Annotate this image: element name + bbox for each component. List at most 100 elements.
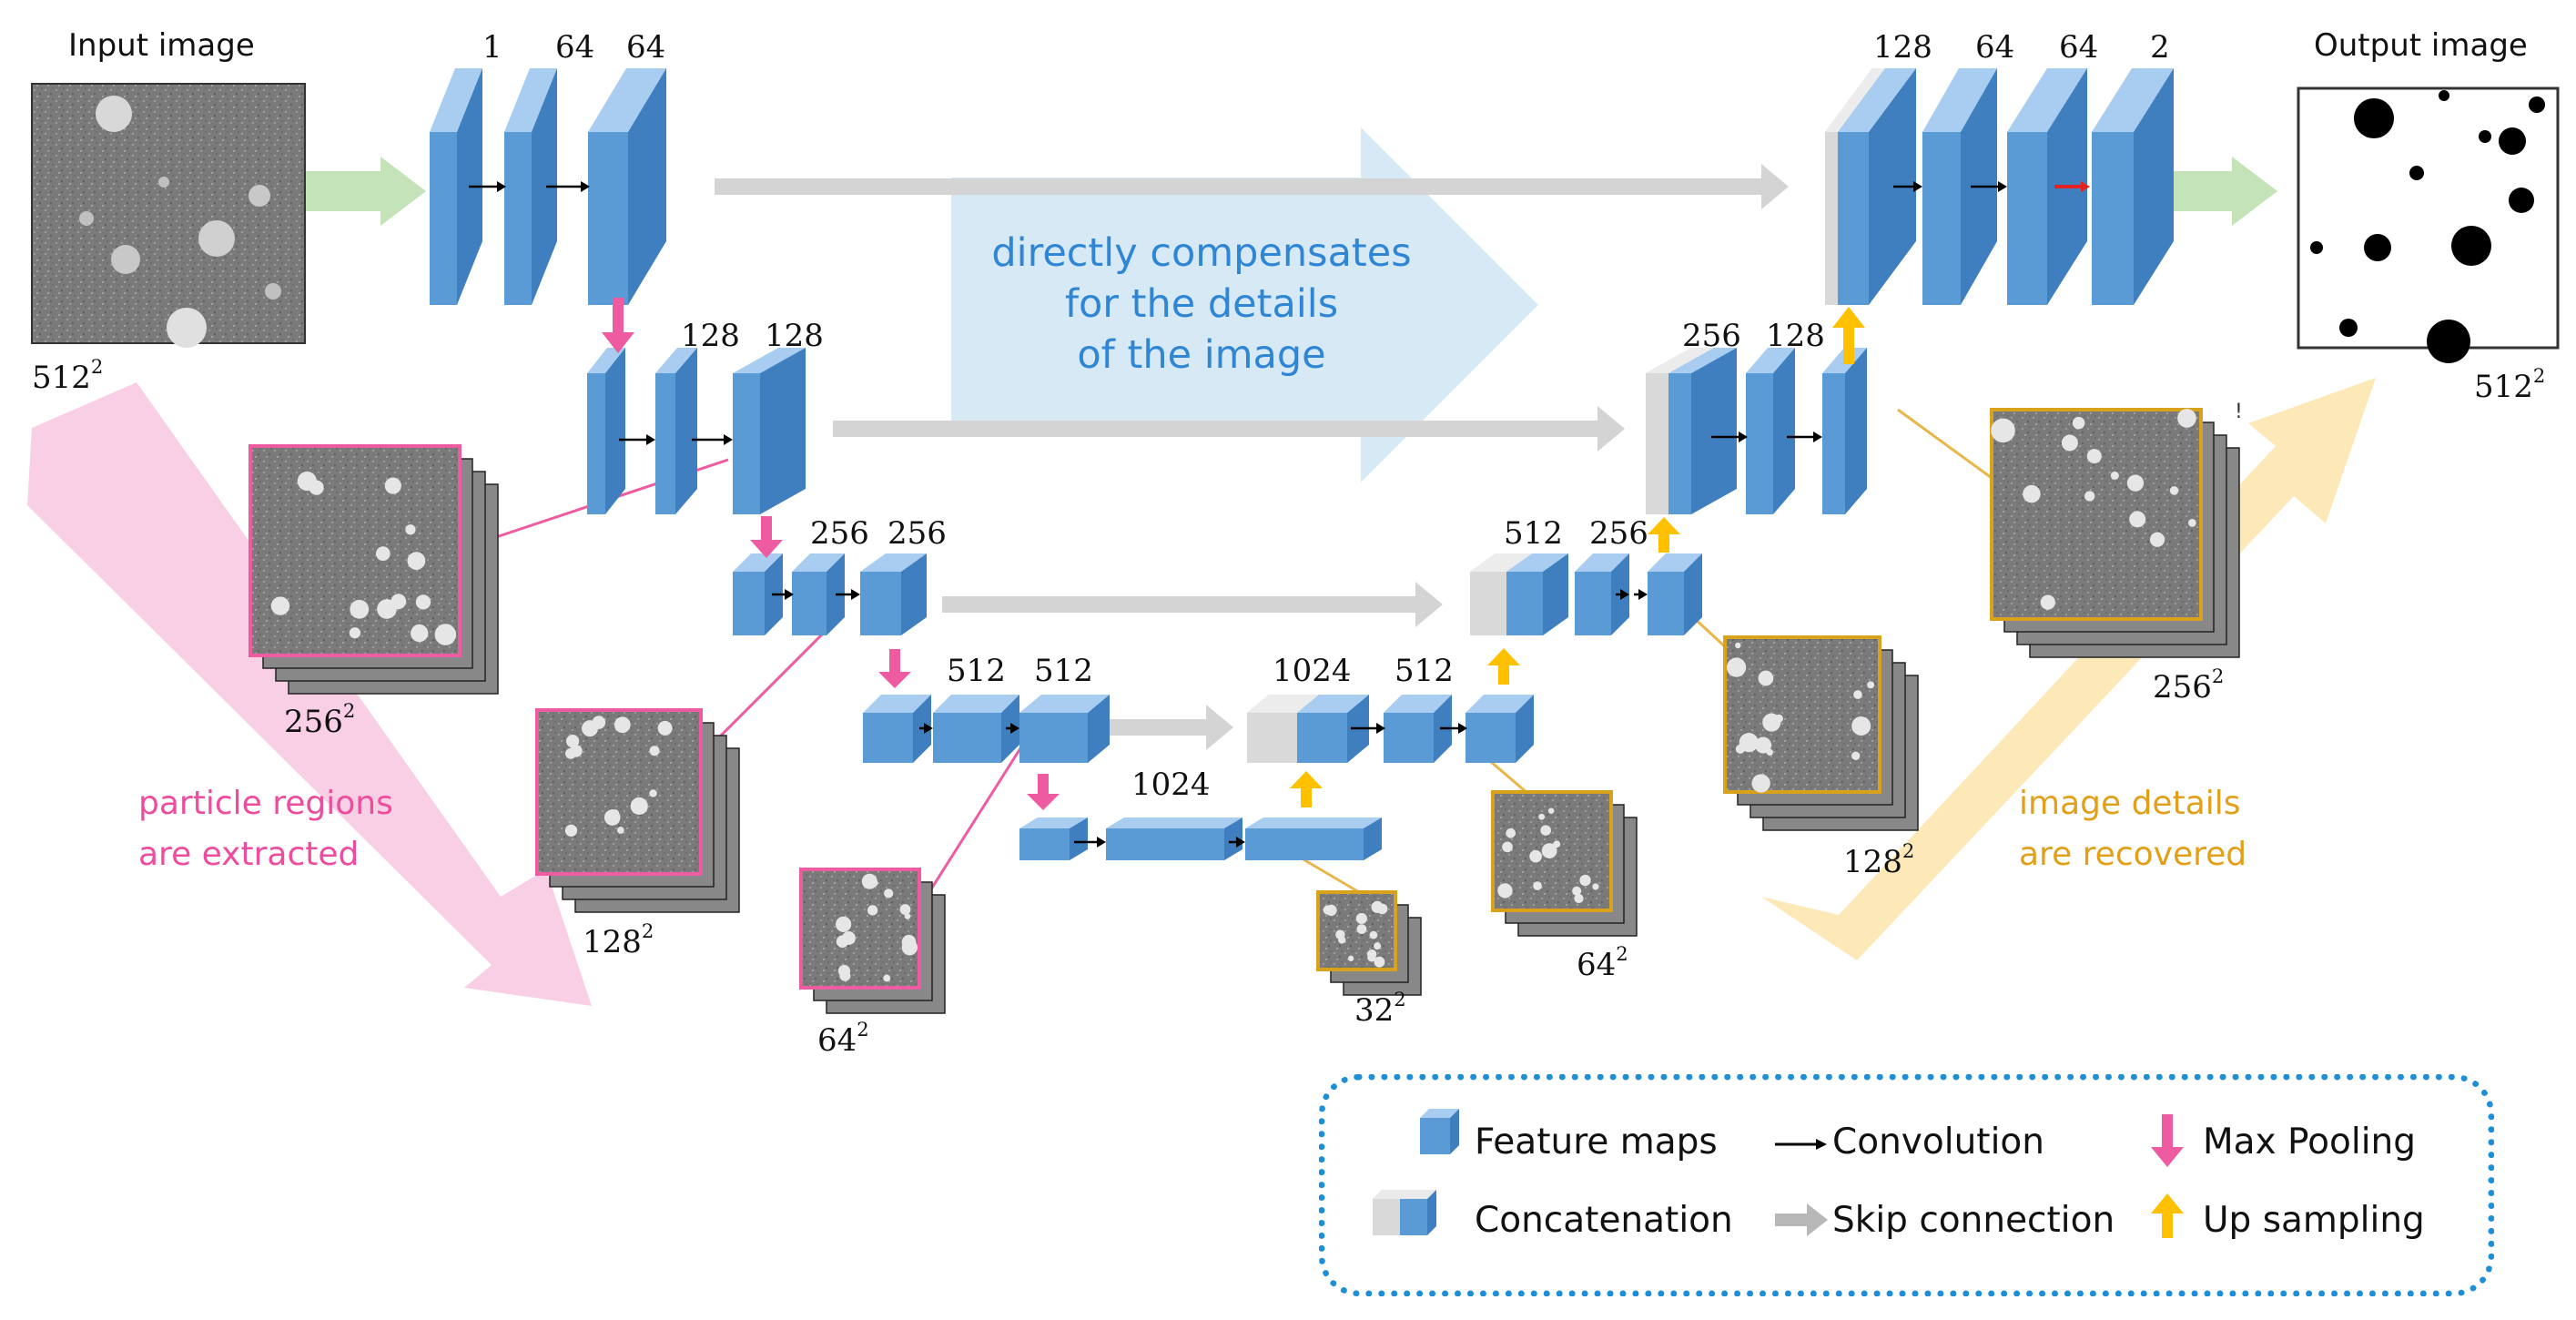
conv-arrowhead <box>1458 723 1467 734</box>
channel-label: 256 <box>810 515 869 552</box>
conv-arrowhead <box>1913 181 1922 192</box>
output-arrow <box>2159 157 2277 226</box>
legend-upsample-arrow <box>2151 1193 2184 1238</box>
feature-block <box>1019 817 1088 860</box>
input-image <box>31 83 306 348</box>
channel-label: 512 <box>1034 653 1093 689</box>
channel-label: 64 <box>1975 29 2015 66</box>
resolution-label: 2562 <box>2153 665 2225 706</box>
channel-label: 1024 <box>1131 767 1211 803</box>
feature-block <box>933 695 1019 763</box>
channel-label: 128 <box>765 318 824 354</box>
channel-label: 64 <box>555 29 595 66</box>
channel-label: 128 <box>1766 318 1825 354</box>
legend-pool-arrow <box>2151 1114 2184 1167</box>
feature-block <box>1465 695 1534 763</box>
channel-label: 2 <box>2150 29 2170 66</box>
channel-label: 256 <box>1589 515 1648 552</box>
big-skip-arrow <box>951 127 1538 482</box>
feature-block <box>1746 348 1795 514</box>
conv-arrowhead <box>1813 432 1822 442</box>
output-image-label: Output image <box>2314 27 2528 64</box>
conv-arrowhead <box>1236 837 1245 848</box>
feature-map-stack <box>1316 890 1422 996</box>
conv-arrowhead <box>1097 837 1106 848</box>
resolution-label: 5122 <box>32 355 104 396</box>
feature-block <box>504 68 557 305</box>
feature-block <box>1646 348 1737 514</box>
feature-block <box>587 348 625 514</box>
resolution-label: 2562 <box>284 699 356 740</box>
legend <box>1319 1074 2494 1296</box>
conv-arrowhead <box>1010 723 1019 734</box>
legend-skip-arrow <box>1775 1203 1828 1236</box>
input-image-label: Input image <box>68 27 255 64</box>
feature-block <box>1247 695 1369 763</box>
output-image <box>2297 86 2560 363</box>
channel-label: 64 <box>2059 29 2099 66</box>
feature-block <box>860 553 927 635</box>
feature-block <box>733 348 806 514</box>
conv-arrowhead <box>1739 432 1748 442</box>
legend-feature-label: Feature maps <box>1475 1122 1718 1163</box>
conv-arrowhead <box>497 181 506 192</box>
channel-label: 64 <box>626 29 666 66</box>
feature-map-stacks <box>248 408 2240 1014</box>
max-pooling-arrows <box>602 298 1060 810</box>
up-sampling-arrows <box>1290 307 1865 807</box>
channel-label: 128 <box>1873 29 1932 66</box>
legend-upsample-label: Up sampling <box>2203 1200 2425 1241</box>
feature-block <box>1470 553 1568 635</box>
feature-block <box>655 348 697 514</box>
channel-label: 512 <box>1394 653 1454 689</box>
resolution-label: 5122 <box>2474 364 2546 405</box>
legend-conv-label: Convolution <box>1832 1122 2045 1163</box>
conv-arrowhead <box>1998 181 2007 192</box>
channel-label: 512 <box>947 653 1006 689</box>
feature-map-stack <box>1990 408 2240 658</box>
channel-label: 256 <box>887 515 947 552</box>
feature-block <box>1822 348 1867 514</box>
feature-block <box>1106 817 1242 860</box>
conv-arrowhead <box>785 589 794 600</box>
legend-pool-label: Max Pooling <box>2203 1122 2417 1163</box>
feature-block <box>1019 695 1110 763</box>
channel-label: 512 <box>1504 515 1563 552</box>
skip-annotation: directly compensates for the details of … <box>991 230 1412 378</box>
conv-arrowhead <box>646 434 655 445</box>
feature-map-stack <box>1723 635 1919 831</box>
channel-label: 256 <box>1682 318 1741 354</box>
conv-arrowhead <box>581 181 590 192</box>
resolution-label: 1282 <box>1843 839 1915 880</box>
legend-concat-icon <box>1373 1190 1436 1235</box>
conv-arrowhead <box>2081 181 2090 192</box>
legend-skip-label: Skip connection <box>1832 1200 2115 1241</box>
feature-block <box>1245 817 1382 860</box>
feature-block <box>863 695 931 763</box>
legend-feature-icon <box>1420 1109 1459 1154</box>
convolution-arrows <box>469 181 2090 848</box>
resolution-label: 642 <box>1577 942 1628 983</box>
feature-block <box>1648 553 1702 635</box>
pink-annotation: particle regions are extracted <box>138 785 393 873</box>
skip-arrows <box>715 164 1789 750</box>
conv-arrowhead <box>924 723 933 734</box>
conv-arrowhead <box>1620 589 1629 600</box>
feature-map-stack <box>1491 790 1638 937</box>
input-arrow <box>305 157 426 226</box>
feature-map-stack <box>535 708 740 913</box>
feature-block <box>1384 695 1452 763</box>
feature-block <box>2092 68 2174 305</box>
feature-block <box>588 68 666 305</box>
feature-map-stack <box>248 444 499 695</box>
conv-arrowhead <box>724 434 733 445</box>
resolution-label: 642 <box>817 1018 869 1059</box>
channel-label: 1024 <box>1273 653 1352 689</box>
legend-conv-arrow <box>1775 1139 1827 1150</box>
resolution-label: 1282 <box>583 919 654 960</box>
conv-arrowhead <box>851 589 860 600</box>
channel-label: 128 <box>681 318 740 354</box>
resolution-label: 322 <box>1354 988 1406 1029</box>
orange-annotation: image details are recovered <box>2019 785 2247 873</box>
